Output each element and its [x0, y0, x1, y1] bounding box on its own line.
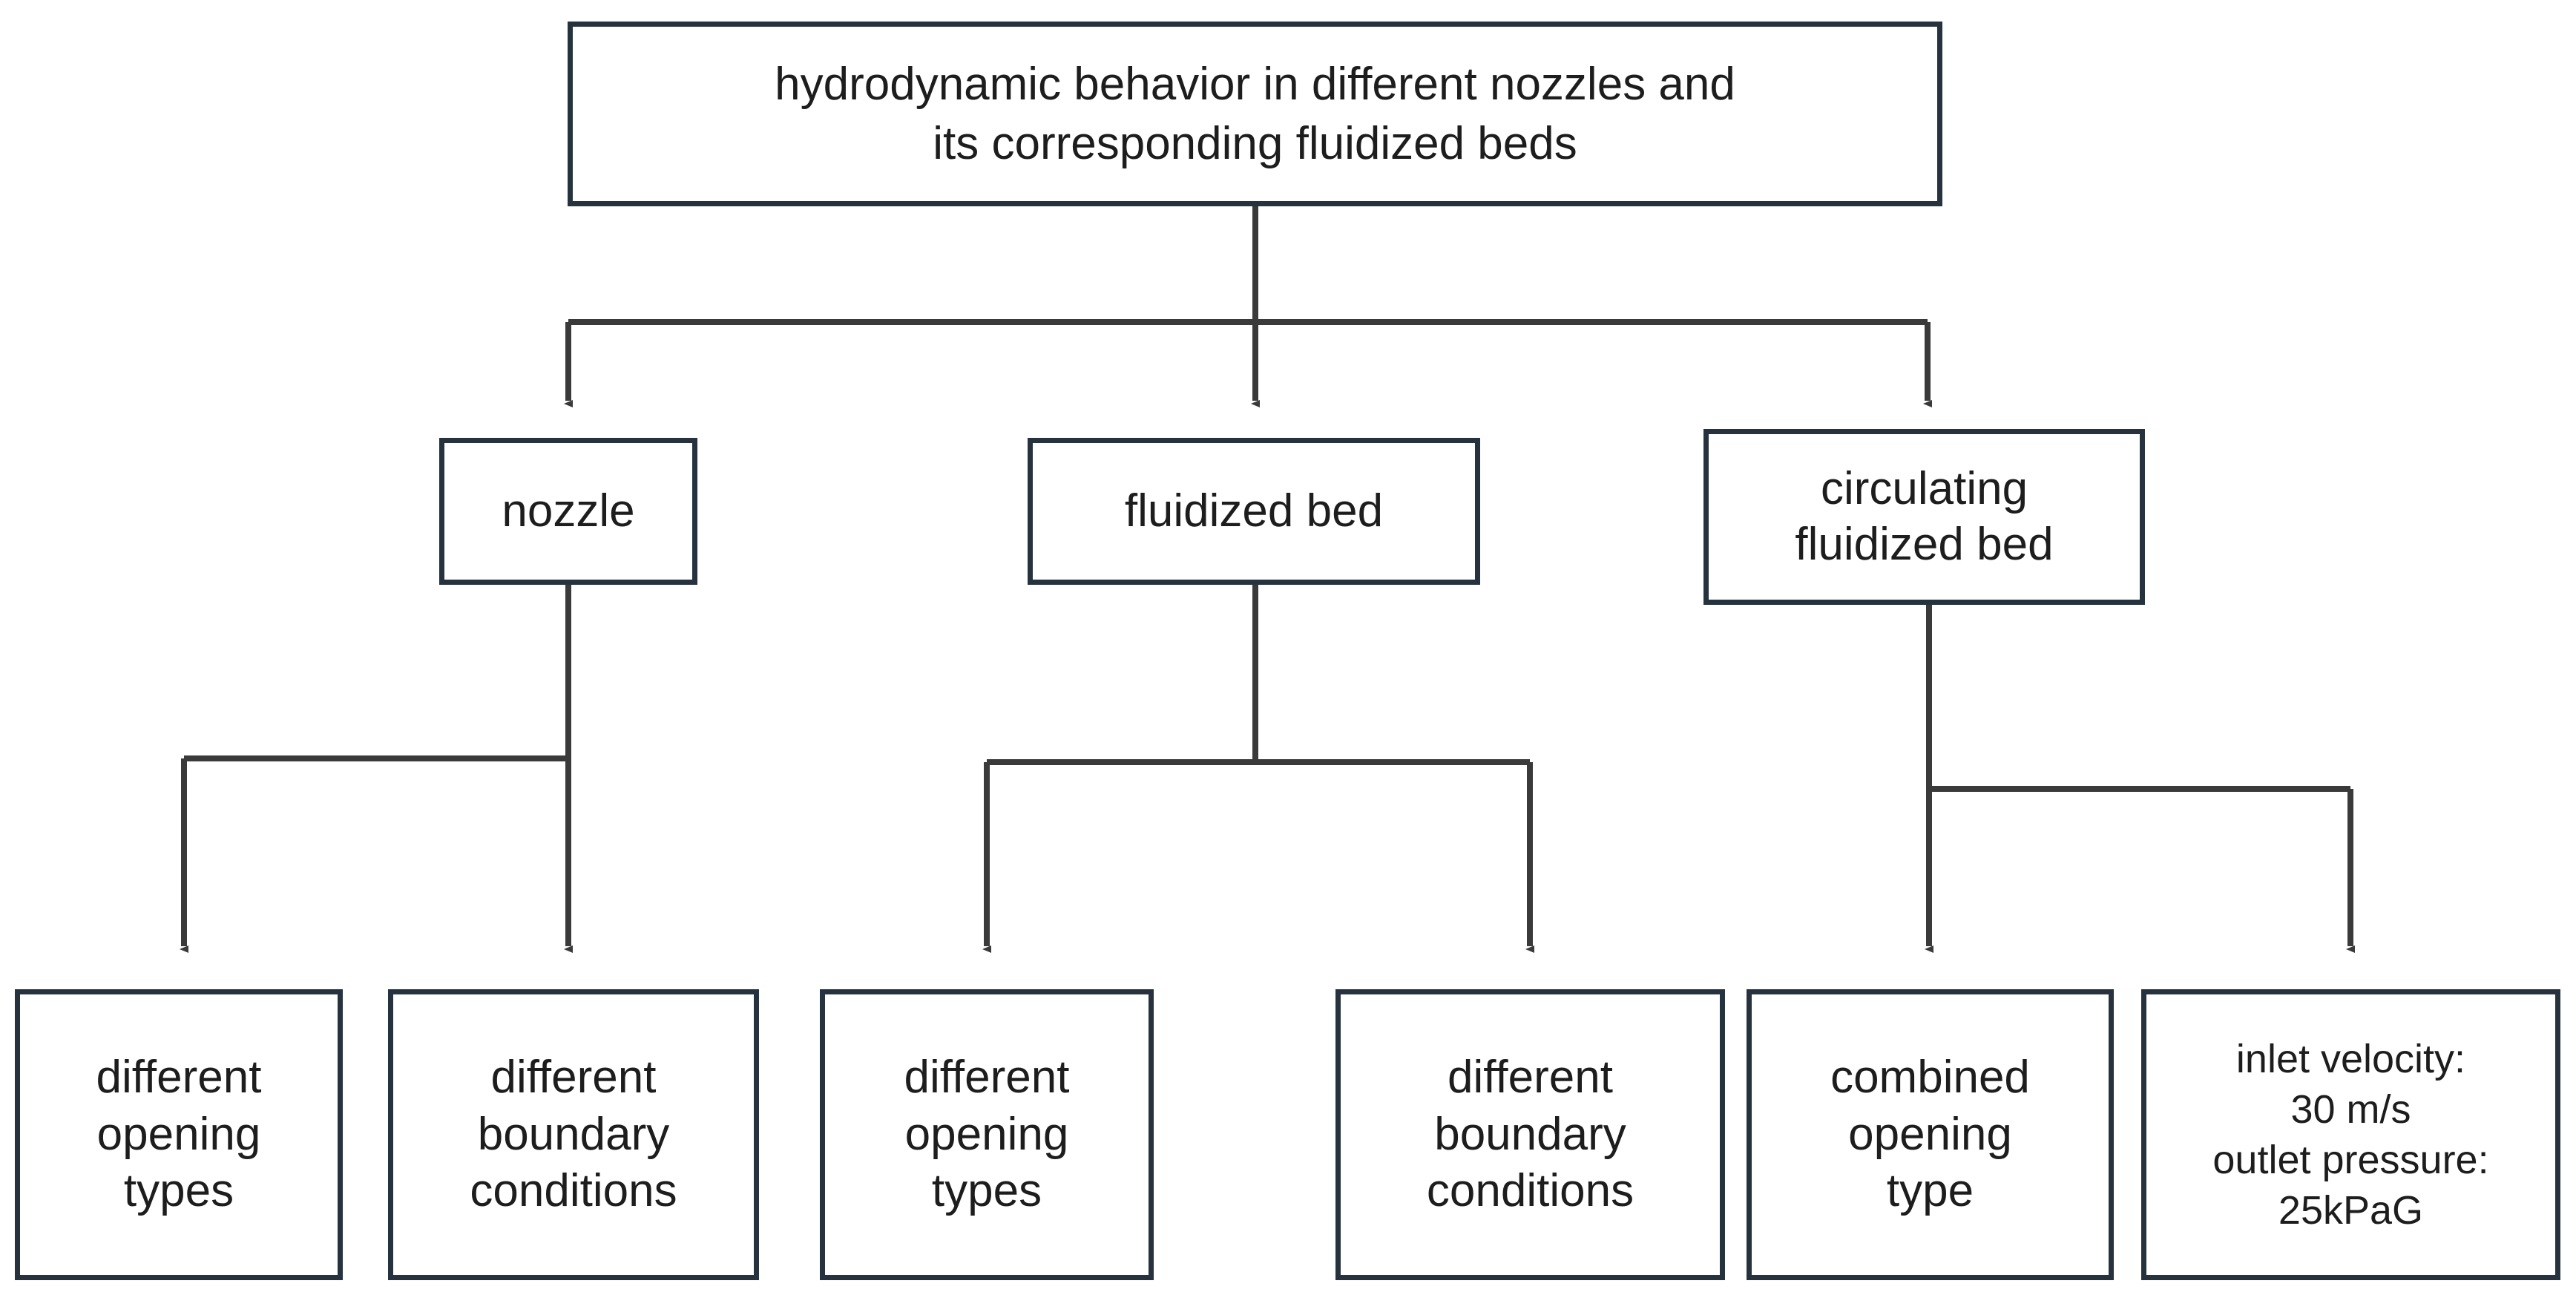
node-bed-opening-types[interactable]: different opening types [820, 989, 1154, 1280]
node-bed-opening-types-label: different opening types [904, 1051, 1070, 1217]
node-fluidized-bed[interactable]: fluidized bed [1028, 438, 1480, 585]
node-root[interactable]: hydrodynamic behavior in different nozzl… [568, 22, 1942, 206]
node-circulating-fluidized-bed-label: circulating fluidized bed [1795, 463, 2054, 570]
node-nozzle-opening-types-label: different opening types [96, 1051, 262, 1217]
node-cfb-operating-conditions-label: inlet velocity: 30 m/s outlet pressure: … [2212, 1036, 2489, 1233]
node-bed-boundary-conditions[interactable]: different boundary conditions [1335, 989, 1725, 1280]
node-cfb-combined-opening-type[interactable]: combined opening type [1747, 989, 2114, 1280]
node-cfb-operating-conditions[interactable]: inlet velocity: 30 m/s outlet pressure: … [2141, 989, 2560, 1280]
node-root-label: hydrodynamic behavior in different nozzl… [775, 59, 1735, 169]
node-nozzle-boundary-conditions[interactable]: different boundary conditions [388, 989, 759, 1280]
node-fluidized-bed-label: fluidized bed [1124, 485, 1384, 537]
node-nozzle-opening-types[interactable]: different opening types [15, 989, 343, 1280]
node-cfb-combined-opening-type-label: combined opening type [1830, 1051, 2030, 1217]
node-bed-boundary-conditions-label: different boundary conditions [1426, 1051, 1634, 1217]
node-nozzle-boundary-conditions-label: different boundary conditions [470, 1051, 677, 1217]
node-nozzle[interactable]: nozzle [439, 438, 697, 585]
node-nozzle-label: nozzle [502, 485, 635, 537]
node-circulating-fluidized-bed[interactable]: circulating fluidized bed [1703, 429, 2145, 605]
